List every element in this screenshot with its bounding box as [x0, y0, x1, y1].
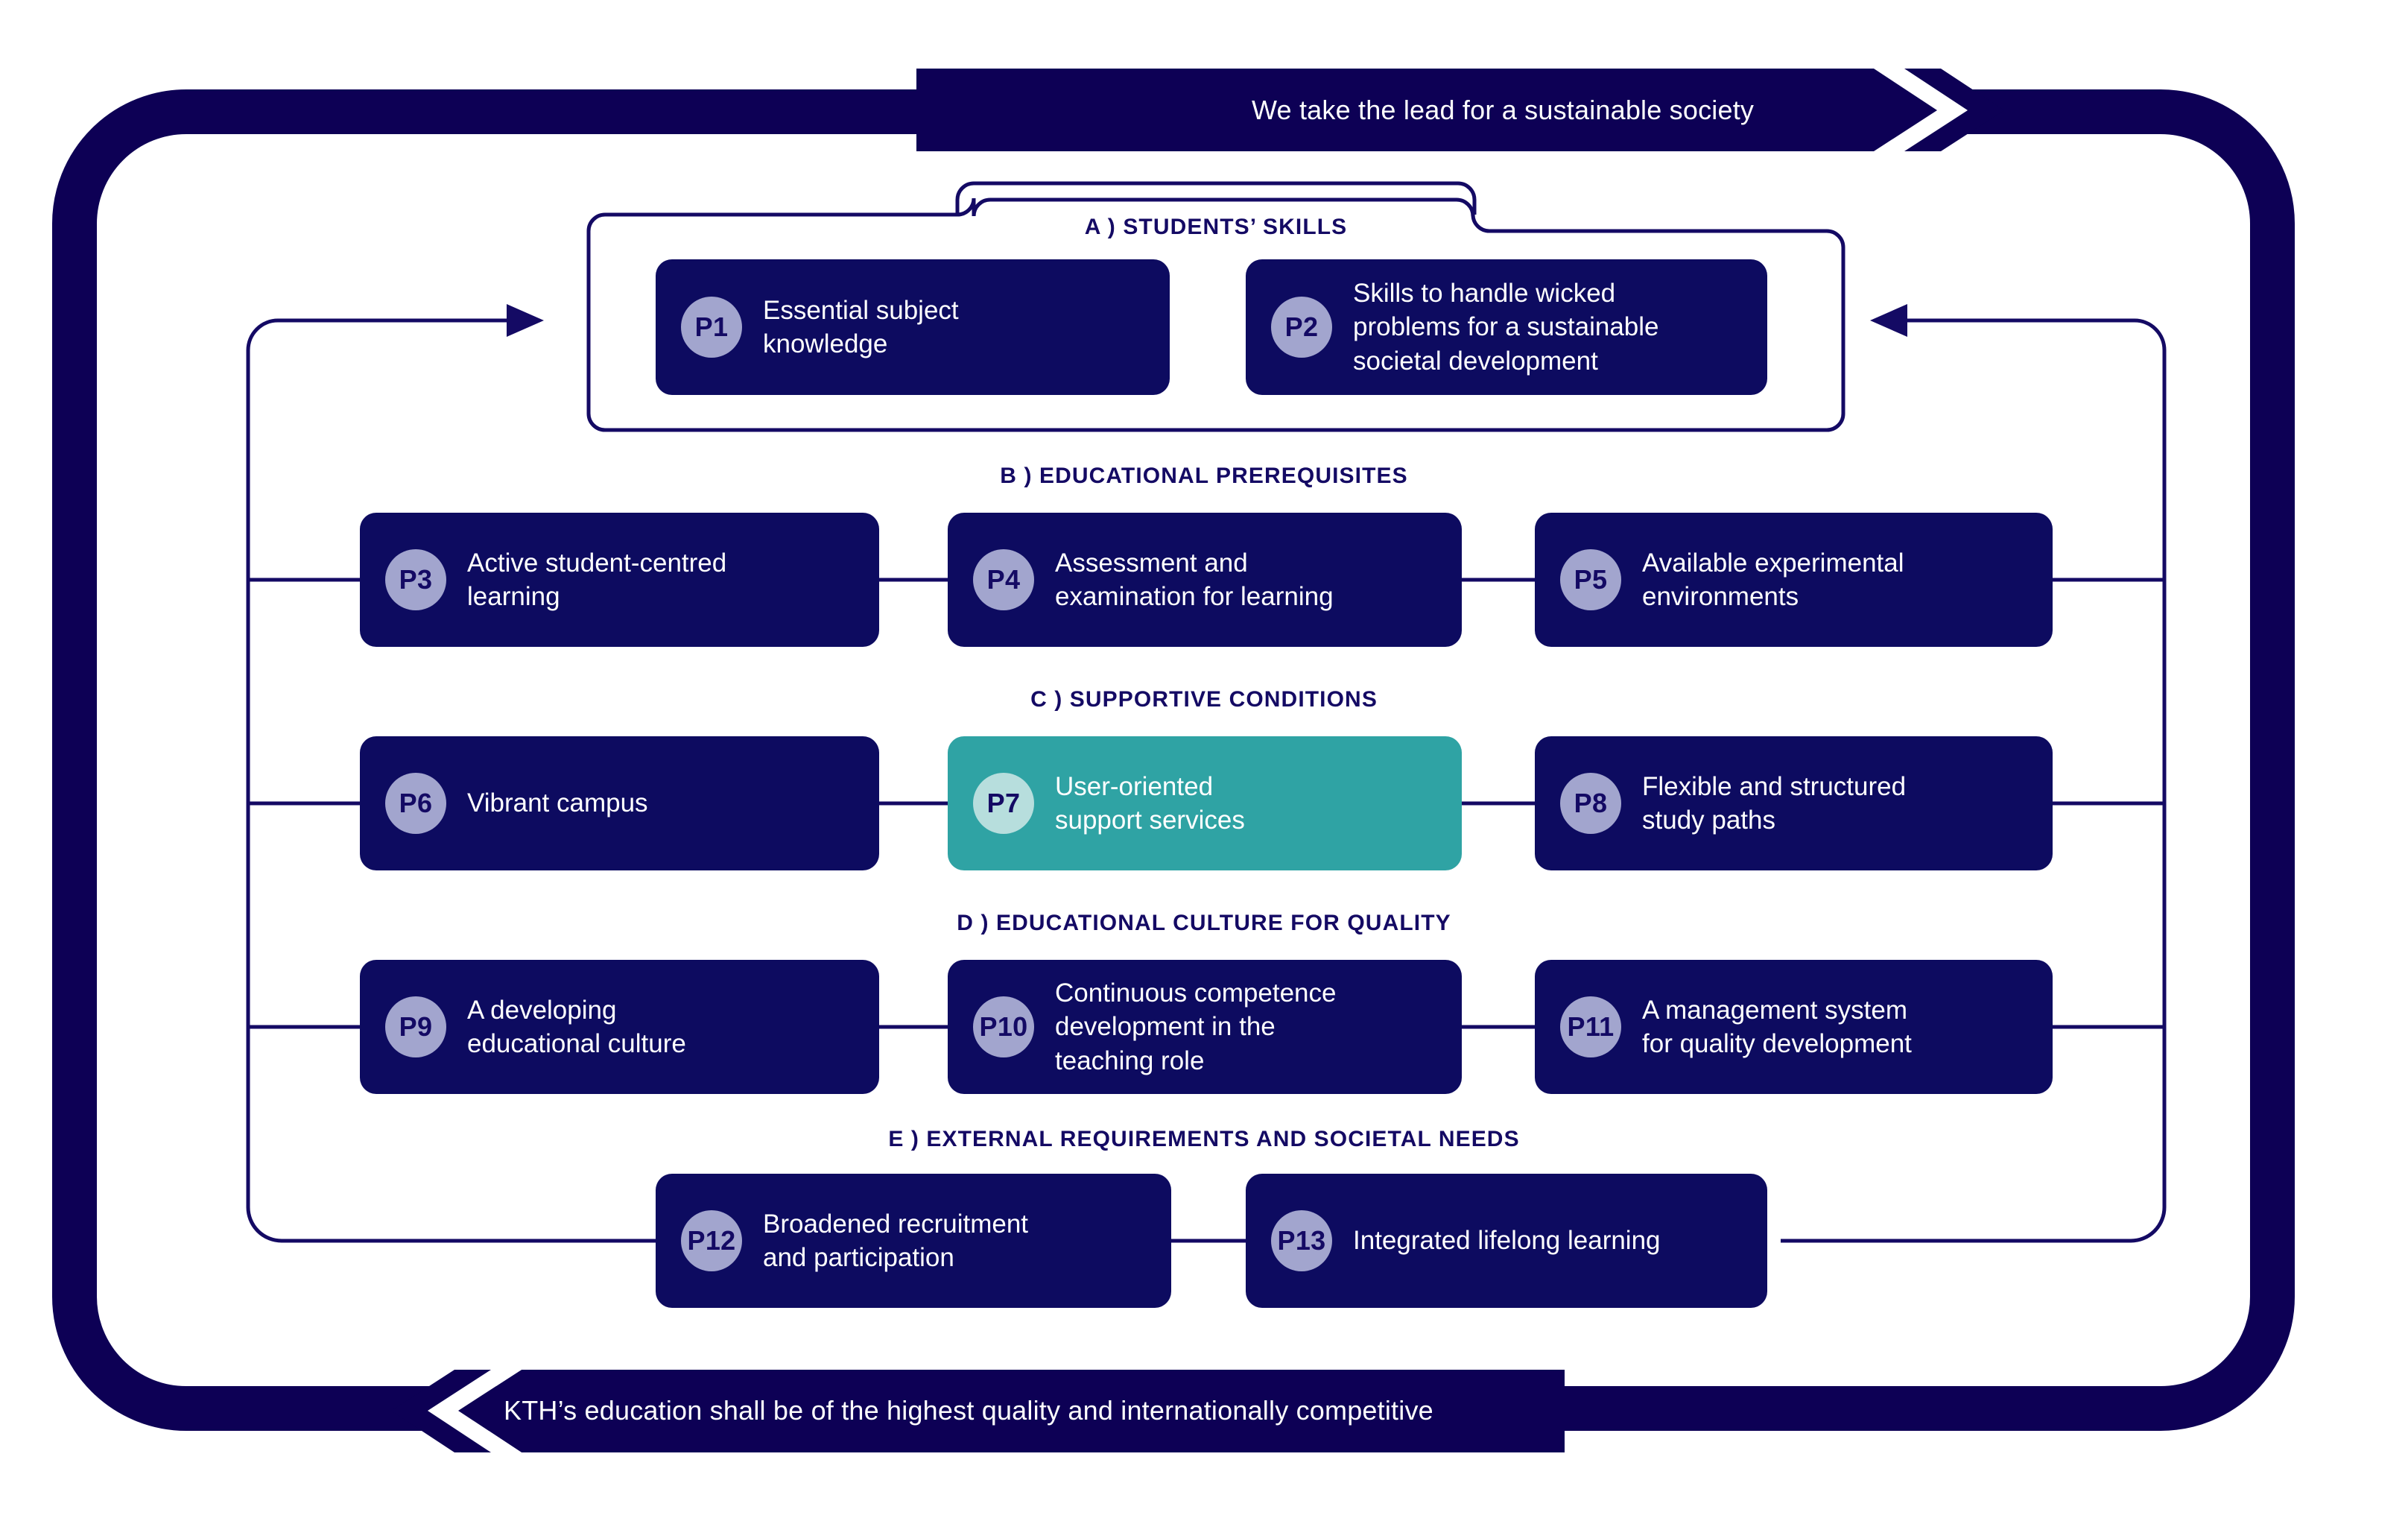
node-label-p9: A developing educational culture	[467, 995, 686, 1059]
node-p12[interactable]: P12 Broadened recruitment and participat…	[656, 1174, 1171, 1308]
bottom-banner-arrow	[391, 1370, 1565, 1452]
node-badge-p5: P5	[1560, 549, 1621, 610]
node-p2[interactable]: P2 Skills to handle wicked problems for …	[1246, 259, 1767, 395]
node-label-p3: Active student-centred learning	[467, 548, 727, 612]
section-title-c: C ) SUPPORTIVE CONDITIONS	[1030, 687, 1378, 712]
node-badge-p1: P1	[681, 297, 742, 358]
node-p8[interactable]: P8 Flexible and structured study paths	[1535, 736, 2053, 870]
section-a-container	[586, 181, 1845, 432]
section-title-a: A ) STUDENTS’ SKILLS	[1084, 215, 1348, 239]
node-badge-p2: P2	[1271, 297, 1332, 358]
node-label-p12: Broadened recruitment and participation	[763, 1209, 1029, 1273]
node-label-p1: Essential subject knowledge	[763, 295, 959, 359]
node-label-p13: Integrated lifelong learning	[1353, 1226, 1661, 1256]
outer-frame	[52, 89, 2295, 1431]
node-label-p5: Available experimental environments	[1642, 548, 1904, 612]
node-badge-p8: P8	[1560, 773, 1621, 834]
node-badge-p12: P12	[681, 1210, 742, 1271]
node-badge-p3: P3	[385, 549, 446, 610]
arrowhead-right-icon	[507, 304, 544, 337]
section-title-d: D ) EDUCATIONAL CULTURE FOR QUALITY	[957, 911, 1451, 935]
node-p6[interactable]: P6 Vibrant campus	[360, 736, 879, 870]
node-badge-p7: P7	[973, 773, 1034, 834]
node-label-p4: Assessment and examination for learning	[1055, 548, 1334, 612]
node-badge-p6: P6	[385, 773, 446, 834]
arrowhead-left-icon	[1870, 304, 1907, 337]
node-label-p7: User-oriented support services	[1055, 771, 1245, 835]
node-label-p2: Skills to handle wicked problems for a s…	[1353, 278, 1659, 376]
node-label-p10: Continuous competence development in the…	[1055, 978, 1337, 1075]
node-p5[interactable]: P5 Available experimental environments	[1535, 513, 2053, 647]
node-p1[interactable]: P1 Essential subject knowledge	[656, 259, 1170, 395]
section-title-e: E ) EXTERNAL REQUIREMENTS AND SOCIETAL N…	[888, 1127, 1520, 1151]
node-badge-p9: P9	[385, 996, 446, 1057]
node-p11[interactable]: P11 A management system for quality deve…	[1535, 960, 2053, 1094]
node-p9[interactable]: P9 A developing educational culture	[360, 960, 879, 1094]
node-label-p8: Flexible and structured study paths	[1642, 771, 1907, 835]
node-badge-p13: P13	[1271, 1210, 1332, 1271]
node-p10[interactable]: P10 Continuous competence development in…	[948, 960, 1462, 1094]
node-badge-p11: P11	[1560, 996, 1621, 1057]
bottom-banner-text: KTH’s education shall be of the highest …	[504, 1395, 1433, 1426]
node-label-p11: A management system for quality developm…	[1642, 995, 1912, 1059]
node-p4[interactable]: P4 Assessment and examination for learni…	[948, 513, 1462, 647]
node-badge-p10: P10	[973, 996, 1034, 1057]
connector-lines	[246, 318, 2167, 1243]
top-banner-text: We take the lead for a sustainable socie…	[1252, 95, 1755, 125]
node-p13[interactable]: P13 Integrated lifelong learning	[1246, 1174, 1767, 1308]
connector-arrowheads	[507, 304, 1907, 337]
section-title-b: B ) EDUCATIONAL PREREQUISITES	[1000, 464, 1408, 488]
node-p3[interactable]: P3 Active student-centred learning	[360, 513, 879, 647]
top-banner-arrow	[916, 69, 2004, 151]
node-p7[interactable]: P7 User-oriented support services	[948, 736, 1462, 870]
node-label-p6: Vibrant campus	[467, 788, 648, 818]
node-badge-p4: P4	[973, 549, 1034, 610]
